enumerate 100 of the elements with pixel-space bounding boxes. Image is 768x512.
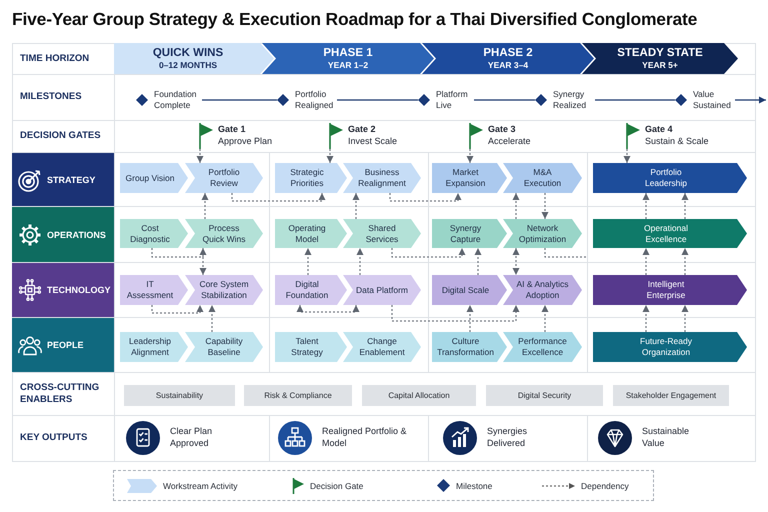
activity-step <box>593 332 747 362</box>
activity-label: Business Realignment <box>357 167 407 189</box>
activity-label: Network Optimization <box>518 222 568 244</box>
band-label: TECHNOLOGY <box>47 285 111 295</box>
phase-name: STEADY STATE <box>617 46 703 60</box>
timeline-line <box>202 99 277 101</box>
dependency-arrow <box>642 192 650 220</box>
gate-criterion: Invest Scale <box>348 136 398 148</box>
activity-step <box>432 163 507 193</box>
gate-criterion: Approve Plan <box>218 136 272 148</box>
dependency-arrow <box>542 304 548 332</box>
phase-name: PHASE 1 <box>323 46 373 60</box>
dependency-arrow <box>392 304 520 322</box>
phase-period: YEAR 3–4 <box>488 60 528 71</box>
milestone-label: Value Sustained <box>693 89 732 111</box>
activity-step <box>275 219 347 248</box>
dependency-arrow <box>202 192 208 220</box>
activity-label: M&A Execution <box>522 167 562 189</box>
dependency-arrow <box>152 304 204 314</box>
activity-step <box>343 163 421 193</box>
dependency-arrow <box>512 192 520 220</box>
phase-period: YEAR 5+ <box>642 60 678 71</box>
gate-name: Gate 3 <box>488 124 517 136</box>
output-label: Sustainable Value <box>642 426 690 450</box>
activity-step <box>593 275 747 305</box>
activity-step <box>503 163 582 193</box>
activity-step <box>275 275 347 305</box>
dependency-arrow <box>682 192 688 220</box>
activity-step <box>503 219 582 248</box>
dependency-arrow <box>326 148 334 164</box>
activity-step <box>185 163 263 193</box>
row-label: DECISION GATES <box>20 130 101 142</box>
dependency-arrow <box>642 304 650 332</box>
dependency-arrow <box>232 192 326 202</box>
activity-label: Data Platform <box>356 284 408 296</box>
dependency-arrow <box>474 248 482 276</box>
activity-step <box>343 332 421 362</box>
activity-step <box>120 332 188 362</box>
dependency-arrow <box>208 304 216 332</box>
activity-step <box>593 163 747 193</box>
activity-label: Operating Model <box>287 222 327 244</box>
activity-step <box>343 219 421 248</box>
dependency-arrow <box>466 148 474 164</box>
activity-step <box>503 332 582 362</box>
activity-label: Process Quick Wins <box>202 222 246 244</box>
activity-label: Portfolio Leadership <box>644 167 688 189</box>
activity-step <box>343 275 421 305</box>
dependency-arrow <box>466 304 474 332</box>
row-label: KEY OUTPUTS <box>20 432 88 444</box>
output-label: Clear Plan Approved <box>170 426 214 450</box>
dependency-arrow <box>296 304 360 312</box>
row-label: MILESTONES <box>20 91 82 103</box>
activity-label: Culture Transformation <box>437 336 494 358</box>
activity-label: Capability Baseline <box>204 336 244 358</box>
dependency-arrow <box>196 148 204 164</box>
dependency-arrow <box>392 248 466 258</box>
phase-period: YEAR 1–2 <box>328 60 368 71</box>
activity-label: Cost Diagnostic <box>129 222 171 244</box>
activity-label: Portfolio Review <box>207 167 241 189</box>
activity-label: Shared Services <box>364 222 400 244</box>
activity-step <box>275 163 347 193</box>
activity-step <box>432 219 507 248</box>
output-label: Synergies Delivered <box>487 426 528 450</box>
dependency-arrow <box>152 248 206 276</box>
band-label: STRATEGY <box>47 174 96 184</box>
milestone-label: Platform Live <box>436 89 469 111</box>
diagram-title: Five-Year Group Strategy & Execution Roadmap for a Thai Diversified Conglomerate <box>12 9 698 30</box>
activity-step <box>120 275 188 305</box>
activity-step <box>185 219 263 248</box>
activity-step <box>120 219 188 248</box>
enabler-tile <box>124 385 235 406</box>
band-label: OPERATIONS <box>47 230 106 240</box>
timeline-line <box>474 99 535 101</box>
activity-label: Market Expansion <box>444 167 486 189</box>
milestone-label: Foundation Complete <box>154 89 198 111</box>
activity-label: Operational Excellence <box>643 222 689 244</box>
enabler-label: Stakeholder Engagement <box>626 391 716 400</box>
row-label: CROSS-CUTTING ENABLERS <box>20 382 100 406</box>
activity-label: Talent Strategy <box>290 336 324 358</box>
timeline-line <box>595 99 675 101</box>
legend-label: Milestone <box>456 480 492 490</box>
activity-label: Strategic Priorities <box>289 167 325 189</box>
activity-step <box>503 275 582 305</box>
output-label: Realigned Portfolio & Model <box>322 426 408 450</box>
activity-label: Performance Excellence <box>517 336 568 358</box>
gate-name: Gate 4 <box>645 124 674 136</box>
dependency-arrow <box>352 192 360 220</box>
timeline-line <box>337 99 418 101</box>
enabler-label: Capital Allocation <box>388 391 450 400</box>
gate-name: Gate 1 <box>218 124 247 136</box>
activity-label: Intelligent Enterprise <box>646 279 686 301</box>
activity-step <box>185 275 263 305</box>
workstream-band <box>12 207 114 262</box>
enabler-tile <box>362 385 476 406</box>
activity-label: Leadership Alignment <box>128 336 172 358</box>
activity-label: Group Vision <box>126 172 174 184</box>
activity-label: IT Assessment <box>126 279 174 301</box>
activity-label: Change Enablement <box>358 336 406 358</box>
workstream-band <box>12 153 114 206</box>
enabler-tile <box>244 385 352 406</box>
